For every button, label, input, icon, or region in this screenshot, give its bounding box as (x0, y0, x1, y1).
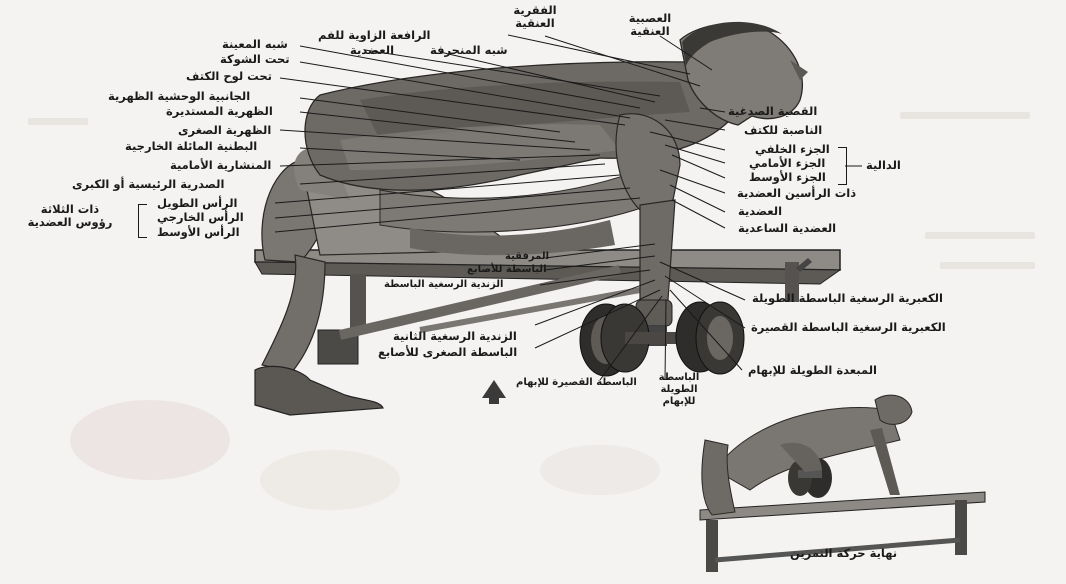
label-brachial-top: العضدية (350, 44, 394, 57)
label-anconeus: المرفقية (505, 251, 549, 263)
label-pectoralis: الصدرية الرئيسية أو الكبرى (72, 178, 224, 191)
label-teres-minor: الظهرية الصغرى (178, 124, 271, 137)
label-triceps-long: الرأس الطويل (157, 197, 237, 210)
label-latissimus: الجانبية الوحشية الظهرية (108, 90, 250, 103)
bench-main (255, 250, 840, 364)
label-extensor-digitorum: الباسطة للأصابع (467, 264, 547, 276)
label-deltoid-group: الدالية (866, 159, 901, 172)
label-levator-scapulae: الرافعة الزاوية للفم (318, 29, 430, 42)
arrow-up-icon (482, 380, 506, 404)
label-serratus-anterior: المنشارية الأمامية (170, 159, 271, 172)
label-supraspinatus: تحت الشوكة (220, 53, 290, 66)
label-flexor-carpi-ulnaris: الزندية الرسغية الثانية (393, 330, 517, 343)
label-deltoid-middle: الجزء الأوسط (749, 171, 826, 184)
label-deltoid-anterior: الجزء الأمامي (749, 157, 825, 170)
label-cervical-vertebrae: الفقرية العنقية (500, 4, 570, 30)
label-deltoid-posterior: الجزء الخلفي (755, 143, 830, 156)
label-rhomboid: شبه المعينة (222, 38, 288, 51)
label-subscapularis: تحت لوح الكتف (186, 70, 272, 83)
label-extensor-digiti-minimi: الباسطة الصغرى للأصابع (378, 346, 517, 359)
deltoid-brace (838, 147, 847, 185)
label-neck-erector: العصبية العنقية (615, 12, 685, 38)
label-teres-major: الظهرية المستديرة (166, 105, 273, 118)
label-ext-carpi-radialis-brevis: الكعبرية الرسغية الباسطة القصيرة (751, 321, 946, 334)
label-brachioradialis: العضدية الساعدية (738, 222, 836, 235)
label-sternocleido: القصية الصدغية (728, 105, 817, 118)
triceps-brace (138, 204, 147, 238)
label-end-of-exercise: نهاية حركة التمرين (790, 547, 897, 560)
label-triceps-medial: الرأس الأوسط (157, 226, 240, 239)
label-extensor-pollicis-longus: الباسطة الطويلة للإبهام (645, 372, 713, 408)
label-triceps-lateral: الرأس الخارجي (157, 211, 244, 224)
label-triceps-group: ذات الثلاثة رؤوس العضدية (6, 203, 134, 229)
bleed-through-figure (70, 400, 660, 510)
label-brachialis: العضدية (738, 205, 782, 218)
label-abductor-pollicis-longus: المبعدة الطويلة للإبهام (748, 364, 877, 377)
label-trapezius-oblique: شبه المنحرفة (430, 44, 508, 57)
label-ext-carpi-radialis-longus: الكعبرية الرسغية الباسطة الطويلة (752, 292, 943, 305)
label-biceps: ذات الرأسين العضدية (737, 187, 856, 200)
label-external-oblique: البطنية المائلة الخارجية (125, 140, 257, 153)
label-extensor-carpi-ulnaris: الزندية الرسغية الباسطة (384, 279, 503, 291)
label-extensor-pollicis-brevis: الباسطة القصيرة للإبهام (516, 377, 637, 389)
label-rotator-cuff: الناصبة للكتف (744, 124, 822, 137)
